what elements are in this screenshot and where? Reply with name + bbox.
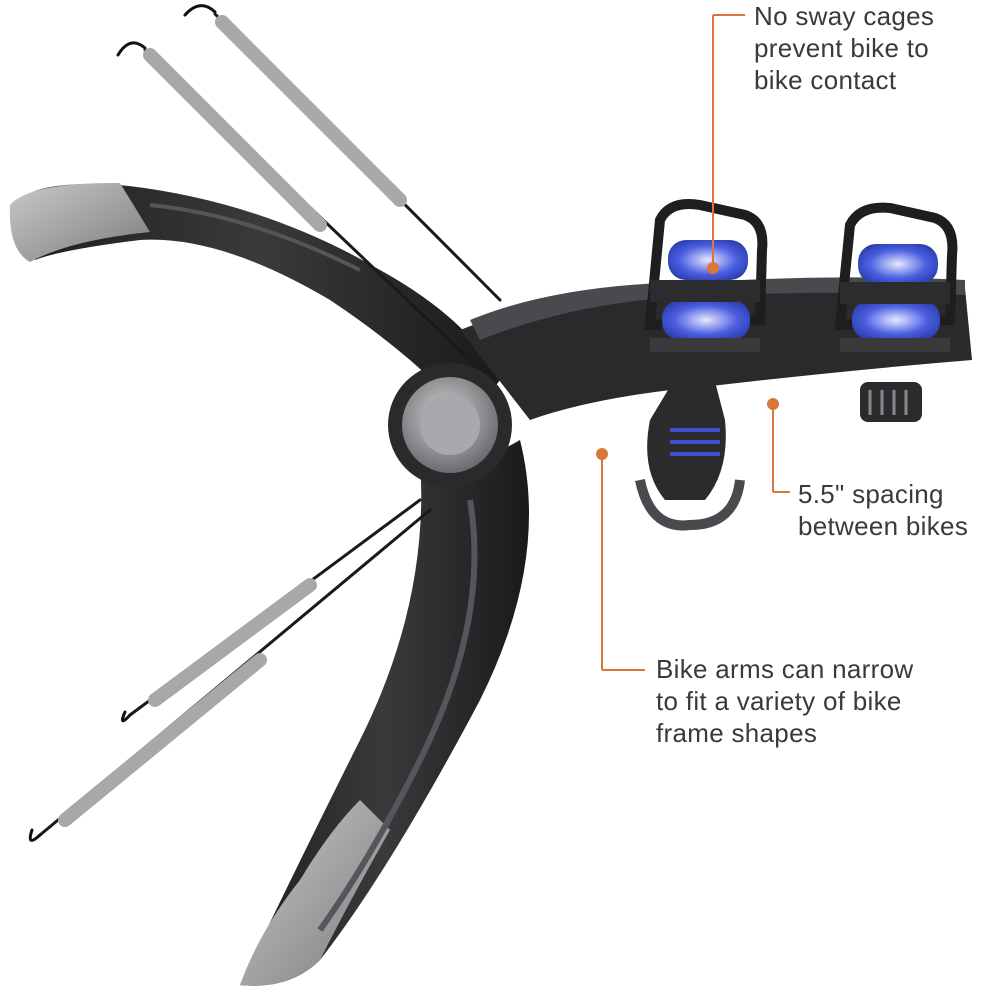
callout-line: Bike arms can narrow (656, 654, 914, 684)
lower-cradle-1 (635, 370, 745, 531)
callout-line: bike contact (754, 65, 897, 95)
cradle-2 (834, 202, 958, 352)
hub-knob (388, 363, 512, 487)
lower-foot-arm (240, 440, 529, 986)
cradle-1 (644, 199, 768, 352)
lower-cradle-2 (860, 382, 922, 422)
callout-bike-arms: Bike arms can narrow to fit a variety of… (656, 653, 913, 749)
callout-leaders (596, 14, 790, 671)
callout-line: frame shapes (656, 718, 818, 748)
callout-spacing: 5.5" spacing between bikes (798, 478, 968, 542)
callout-line: prevent bike to (754, 33, 930, 63)
upper-straps (116, 4, 502, 362)
callout-line: between bikes (798, 511, 969, 541)
callout-line: 5.5" spacing (798, 479, 944, 509)
lower-straps (28, 498, 432, 842)
callout-sway-cages: No sway cages prevent bike to bike conta… (754, 0, 934, 96)
callout-line: to fit a variety of bike (656, 686, 902, 716)
callout-line: No sway cages (754, 1, 935, 31)
